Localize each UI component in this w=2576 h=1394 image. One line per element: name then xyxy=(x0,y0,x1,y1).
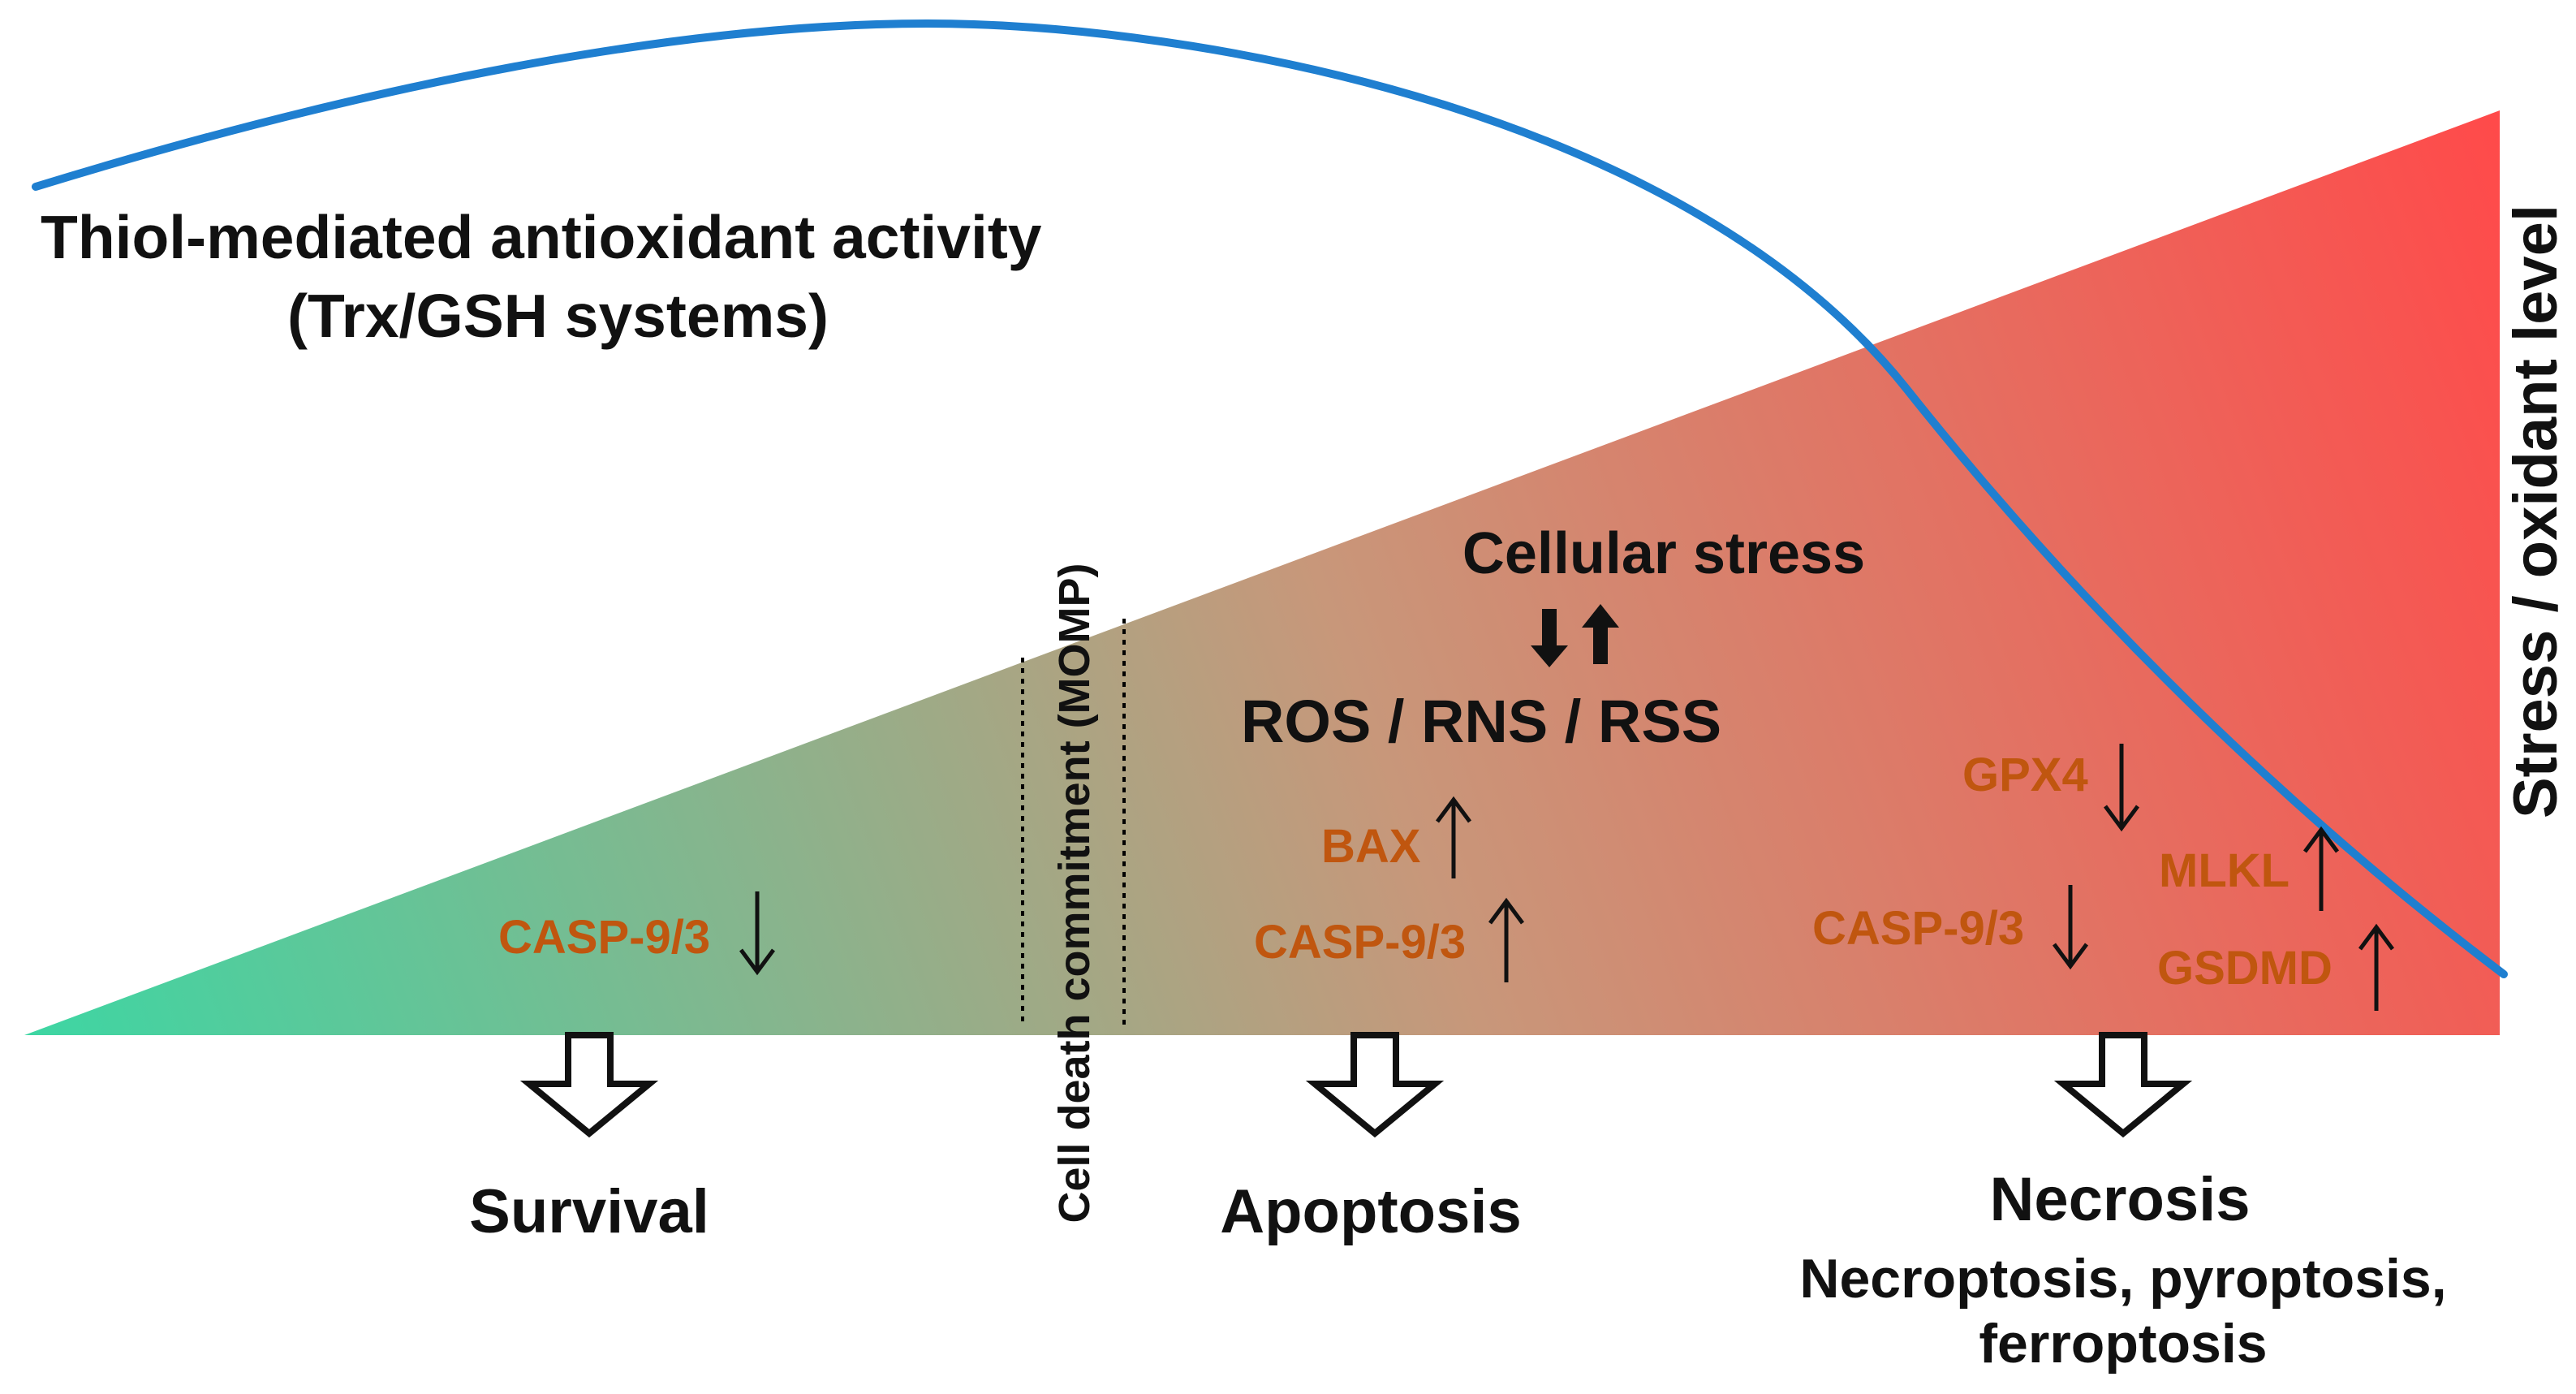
stress-axis-label: Stress / oxidant level xyxy=(2501,205,2570,818)
apoptosis-bax-label: BAX xyxy=(1321,820,1421,873)
up-arrow-icon xyxy=(2358,923,2395,1011)
cellular-stress-label: Cellular stress xyxy=(1462,521,1865,586)
necrosis-mlkl-label: MLKL xyxy=(2159,844,2290,897)
survival-label: Survival xyxy=(469,1177,709,1246)
necrosis-label: Necrosis xyxy=(1989,1165,2250,1234)
commitment-label: Cell death commitment (MOMP) xyxy=(1050,563,1099,1223)
necrosis-subtypes-line2: ferroptosis xyxy=(1979,1313,2267,1375)
down-arrow-icon xyxy=(2052,885,2089,970)
curve-label-line2: (Trx/GSH systems) xyxy=(287,282,829,350)
antioxidant-curve xyxy=(32,19,2508,978)
up-arrow-icon xyxy=(1488,897,1525,982)
survival-down-arrow-icon xyxy=(519,1032,659,1138)
curve-label-line1: Thiol-mediated antioxidant activity xyxy=(41,203,1042,271)
up-arrow-icon xyxy=(2302,826,2340,911)
down-arrow-icon xyxy=(2103,744,2140,832)
necrosis-gpx4-label: GPX4 xyxy=(1962,749,2088,801)
apoptosis-down-arrow-icon xyxy=(1305,1032,1445,1138)
apoptosis-casp-label: CASP-9/3 xyxy=(1254,916,1466,969)
necrosis-casp-label: CASP-9/3 xyxy=(1812,902,2024,955)
ros-label: ROS / RNS / RSS xyxy=(1241,688,1721,755)
stress-triangle xyxy=(24,110,2500,1035)
necrosis-down-arrow-icon xyxy=(2053,1032,2193,1138)
bidirectional-arrows-icon xyxy=(1531,604,1619,667)
down-arrow-icon xyxy=(739,891,776,976)
necrosis-gsdmd-label: GSDMD xyxy=(2157,942,2333,995)
survival-casp-label: CASP-9/3 xyxy=(498,911,710,964)
up-arrow-icon xyxy=(1435,796,1472,878)
apoptosis-label: Apoptosis xyxy=(1220,1177,1522,1246)
necrosis-subtypes-line1: Necroptosis, pyroptosis, xyxy=(1799,1248,2446,1310)
